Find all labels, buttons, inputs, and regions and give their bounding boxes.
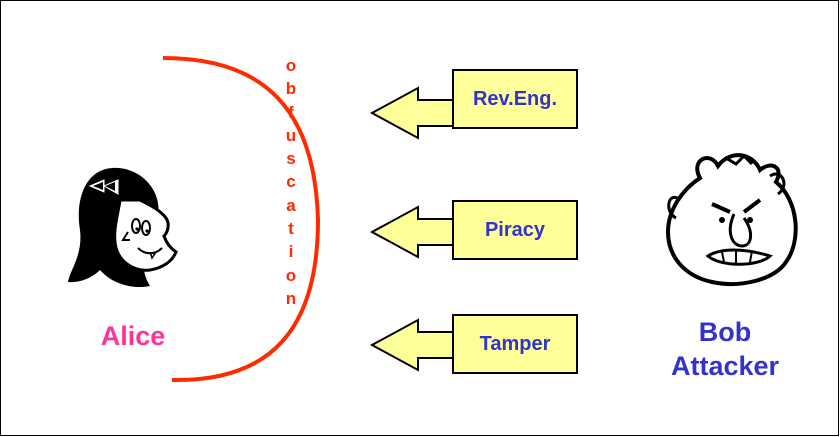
attack-arrow-piracy bbox=[369, 205, 455, 259]
obfuscation-letter: b bbox=[285, 79, 297, 99]
attack-label-reveng: Rev.Eng. bbox=[472, 87, 558, 110]
attack-label-piracy: Piracy bbox=[484, 218, 546, 241]
obfuscation-label: o b f u s c a t i o n bbox=[282, 54, 300, 310]
obfuscation-letter: a bbox=[286, 195, 296, 215]
alice-cartoon-icon bbox=[68, 167, 178, 288]
obfuscation-letter: n bbox=[285, 288, 297, 308]
bob-attacker-cartoon-icon bbox=[665, 153, 798, 286]
obfuscation-letter: u bbox=[285, 125, 297, 145]
obfuscation-letter: t bbox=[288, 219, 294, 239]
attack-box-tamper: Tamper bbox=[452, 314, 578, 374]
obfuscation-letter: c bbox=[286, 172, 296, 192]
attack-arrow-reveng bbox=[369, 86, 455, 140]
obfuscation-letter: o bbox=[285, 56, 297, 75]
alice-label: Alice bbox=[100, 321, 166, 351]
attack-label-tamper: Tamper bbox=[479, 332, 551, 355]
obfuscation-letter: f bbox=[288, 102, 294, 122]
bob-label-name: Bob bbox=[698, 317, 752, 347]
bob-label-role: Attacker bbox=[670, 351, 780, 381]
bob-label: Bob Attacker bbox=[650, 315, 800, 383]
attack-box-reveng: Rev.Eng. bbox=[452, 69, 578, 129]
obfuscation-letter: s bbox=[286, 149, 296, 169]
obfuscation-barrier-curve bbox=[162, 56, 321, 383]
obfuscation-letter: i bbox=[288, 242, 294, 262]
attack-box-piracy: Piracy bbox=[452, 200, 578, 260]
obfuscation-letter: o bbox=[285, 265, 297, 285]
attack-arrow-tamper bbox=[369, 318, 455, 372]
